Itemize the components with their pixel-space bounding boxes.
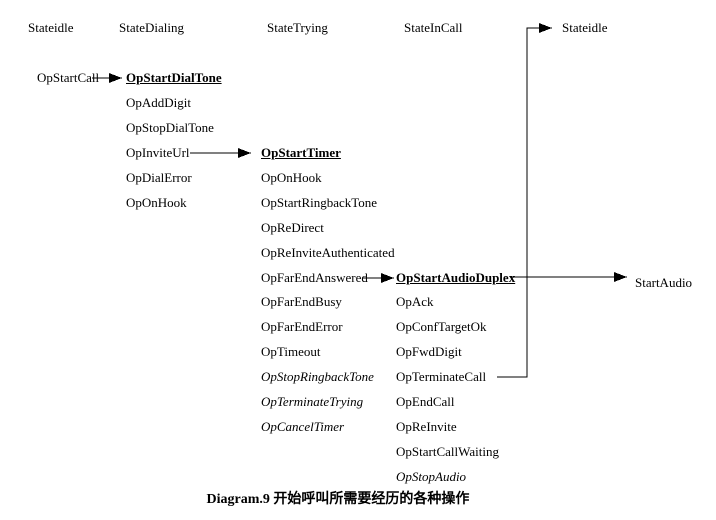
op-label-opconftargetok: OpConfTargetOk: [396, 319, 487, 334]
op-label-opfarenderror: OpFarEndError: [261, 319, 343, 334]
op-label-opinviteurl: OpInviteUrl: [126, 145, 190, 160]
op-label-opstopaudio: OpStopAudio: [396, 469, 467, 484]
op-label-optimeout: OpTimeout: [261, 344, 321, 359]
op-label-opterminatecall: OpTerminateCall: [396, 369, 487, 384]
op-label-opreinvite: OpReInvite: [396, 419, 457, 434]
op-label-opendcall: OpEndCall: [396, 394, 455, 409]
op-label-opstopringbacktone: OpStopRingbackTone: [261, 369, 374, 384]
op-label-opstarttimer: OpStartTimer: [261, 145, 341, 160]
op-label-opstartdialtone: OpStartDialTone: [126, 70, 222, 85]
op-label-opstartcall: OpStartCall: [37, 70, 100, 85]
op-label-opfarendanswered: OpFarEndAnswered: [261, 270, 368, 285]
state-header-trying: StateTrying: [267, 20, 328, 35]
arrow-opterminatecall-to-stateidle: [497, 23, 552, 378]
op-label-oponhook-dialing: OpOnHook: [126, 195, 187, 210]
op-label-opreinviteauthenticated: OpReInviteAuthenticated: [261, 245, 395, 260]
op-label-oponhook-trying: OpOnHook: [261, 170, 322, 185]
op-label-opack: OpAck: [396, 294, 434, 309]
op-label-opterminatetrying: OpTerminateTrying: [261, 394, 364, 409]
op-label-opstartcallwaiting: OpStartCallWaiting: [396, 444, 499, 459]
op-label-opcanceltimer: OpCancelTimer: [261, 419, 345, 434]
diagram-caption: Diagram.9 开始呼叫所需要经历的各种操作: [206, 492, 470, 507]
state-header-dialing: StateDialing: [119, 20, 184, 35]
state-header-idle-right: Stateidle: [562, 20, 608, 35]
state-header-idle-left: Stateidle: [28, 20, 74, 35]
op-label-opstopdialtone: OpStopDialTone: [126, 120, 214, 135]
op-label-opfarendbusy: OpFarEndBusy: [261, 294, 342, 309]
op-label-opstartringbacktone: OpStartRingbackTone: [261, 195, 378, 210]
result-label-startaudio: StartAudio: [635, 275, 693, 290]
op-label-opredirect: OpReDirect: [261, 220, 324, 235]
op-label-opstartaudioduplex: OpStartAudioDuplex: [396, 270, 516, 285]
op-label-opfwddigit: OpFwdDigit: [396, 344, 462, 359]
op-label-opadddigit: OpAddDigit: [126, 95, 191, 110]
state-header-incall: StateInCall: [404, 20, 463, 35]
op-label-opdialerror: OpDialError: [126, 170, 192, 185]
